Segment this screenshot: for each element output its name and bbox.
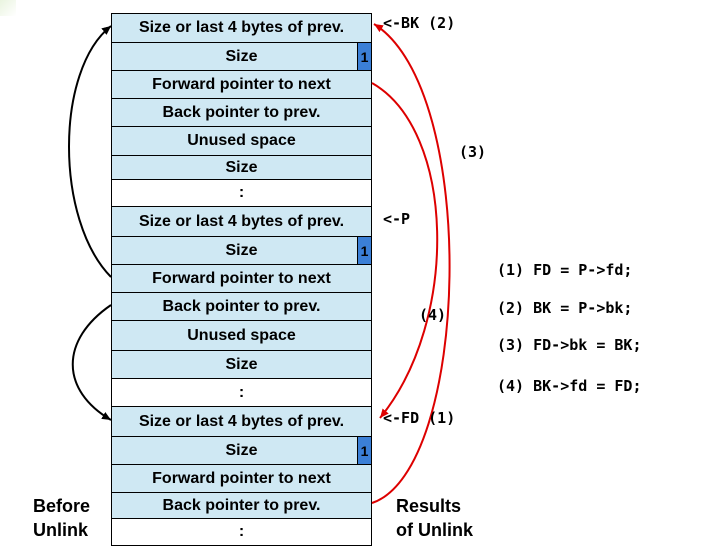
before-fd-arrow-1	[68, 25, 112, 278]
chunk-field-label: Forward pointer to next	[152, 469, 331, 487]
chunk-field: Back pointer to prev.	[111, 292, 372, 321]
chunk-field-label: Size or last 4 bytes of prev.	[138, 412, 345, 430]
chunk-field-label: Size	[225, 241, 258, 259]
chunk-field-label: :	[238, 523, 245, 540]
chunk-field-label: Size or last 4 bytes of prev.	[138, 19, 345, 36]
before-crossing-arrow	[84, 277, 111, 420]
chunk-field-label: Forward pointer to next	[152, 269, 331, 287]
results-caption-line-2: of Unlink	[396, 520, 473, 540]
step-1-code: (1) FD = P->fd;	[497, 261, 633, 279]
result-arrow-4	[371, 23, 451, 504]
before-bk-arrow-1	[101, 26, 111, 35]
chunk-field-label: Size	[225, 441, 258, 459]
bk-pointer-label: <-BK (2)	[383, 14, 456, 32]
fd-pointer-label: <-FD (1)	[383, 409, 456, 427]
step-2-code: (2) BK = P->bk;	[497, 299, 633, 317]
results-caption-line-1: Results	[396, 496, 462, 516]
step-3-code: (3) FD->bk = BK;	[497, 336, 642, 354]
chunk-field-label: Back pointer to prev.	[162, 297, 321, 315]
step-4-code: (4) BK->fd = FD;	[497, 377, 642, 395]
slide-corner-decoration	[0, 0, 16, 16]
chunk-field-label: Size	[225, 47, 258, 65]
step-3-marker: (3)	[459, 143, 487, 161]
result-arrow-3	[371, 82, 439, 419]
before-unlink-caption: Before Unlink	[33, 494, 90, 542]
chunk-field-label: Unused space	[187, 132, 296, 149]
before-caption-line-2: Unlink	[33, 520, 89, 540]
chunk-field-label: Back pointer to prev.	[162, 103, 321, 121]
chunk-field-label: Back pointer to prev.	[162, 496, 321, 514]
chunk-field: Unused space	[111, 126, 372, 156]
results-unlink-caption: Results of Unlink	[396, 494, 473, 542]
chunk-field: Back pointer to prev.	[111, 98, 372, 127]
chunk-field-label: Forward pointer to next	[152, 75, 331, 93]
chunk-field: Forward pointer to next	[111, 70, 372, 99]
chunk-gap-row: :	[111, 518, 372, 546]
step-4-marker: (4)	[419, 306, 447, 324]
chunk-field-label: :	[238, 184, 245, 201]
chunk-field: Back pointer to prev.	[111, 492, 372, 519]
chunk-field-label: Size	[225, 355, 258, 373]
chunk-field-label: Unused space	[187, 326, 296, 344]
before-fd-arrow-2	[71, 304, 112, 421]
before-caption-line-1: Before	[33, 496, 91, 516]
chunk-field-label: :	[238, 383, 245, 401]
chunk-field-label: Size	[225, 158, 258, 176]
p-pointer-label: <-P	[383, 210, 411, 228]
chunk-field-label: Size or last 4 bytes of prev.	[138, 212, 345, 230]
